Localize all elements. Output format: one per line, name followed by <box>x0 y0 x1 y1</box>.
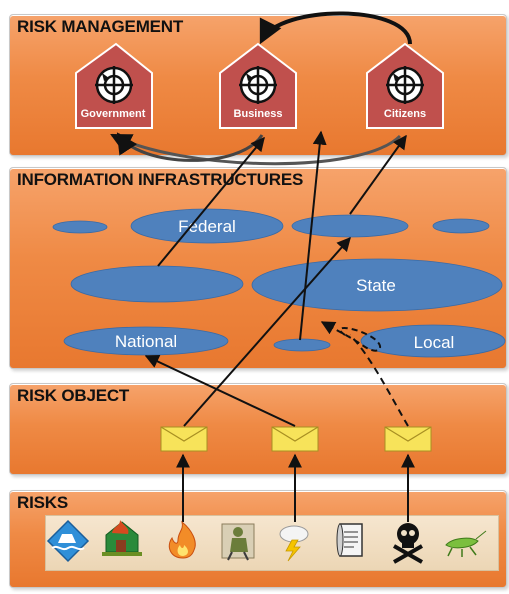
envelope-left-icon <box>160 426 208 452</box>
insect-icon <box>445 530 487 557</box>
ellipse-small-left <box>52 220 108 234</box>
document-icon <box>336 523 363 557</box>
risk-object-title: RISK OBJECT <box>17 386 130 405</box>
loop-lower-arrow <box>110 133 402 166</box>
storm-icon <box>279 525 309 562</box>
ellipse-large-left <box>70 265 244 303</box>
stakeholder-business: Business <box>219 42 297 129</box>
skull-crossbones-icon <box>393 523 423 564</box>
state-label: State <box>356 276 396 295</box>
envelope-right-icon <box>384 426 432 452</box>
risk-management-title: RISK MANAGEMENT <box>17 17 184 36</box>
government-label: Government <box>81 108 146 120</box>
worker-icon <box>221 523 255 561</box>
ellipse-national <box>63 326 229 356</box>
infrastructure-ellipses <box>52 208 506 358</box>
information-infrastructures-title: INFORMATION INFRASTRUCTURES <box>17 170 304 189</box>
business-label: Business <box>234 108 283 120</box>
ellipse-mid-right <box>291 214 409 238</box>
arrow-envelope-to-national <box>144 355 296 427</box>
fire-damage-icon <box>102 520 142 556</box>
ellipse-federal <box>130 208 284 244</box>
business-hub-icon <box>239 66 277 104</box>
arrow-to-business <box>299 130 327 341</box>
ellipse-state <box>251 258 503 312</box>
fire-icon <box>168 520 196 559</box>
ellipse-small-right <box>432 218 490 234</box>
arrow-to-government <box>157 136 265 267</box>
arrow-to-citizens <box>349 134 407 215</box>
government-hub-icon <box>95 66 133 104</box>
citizens-label: Citizens <box>384 108 426 120</box>
ellipse-small-center <box>273 338 331 352</box>
local-label: Local <box>414 333 455 352</box>
envelope-middle-icon <box>271 426 319 452</box>
flood-icon <box>46 519 90 563</box>
arrow-envelope-to-federal-mid <box>183 236 351 427</box>
ellipse-local <box>360 324 506 358</box>
federal-label: Federal <box>178 217 236 236</box>
stakeholder-citizens: Citizens <box>366 42 444 129</box>
loop-citizens-to-business-arrow <box>259 11 412 45</box>
risks-title: RISKS <box>17 493 68 512</box>
stakeholder-government: Government <box>75 42 153 129</box>
national-label: National <box>115 332 177 351</box>
citizens-hub-icon <box>386 66 424 104</box>
dashed-loop <box>320 321 382 352</box>
